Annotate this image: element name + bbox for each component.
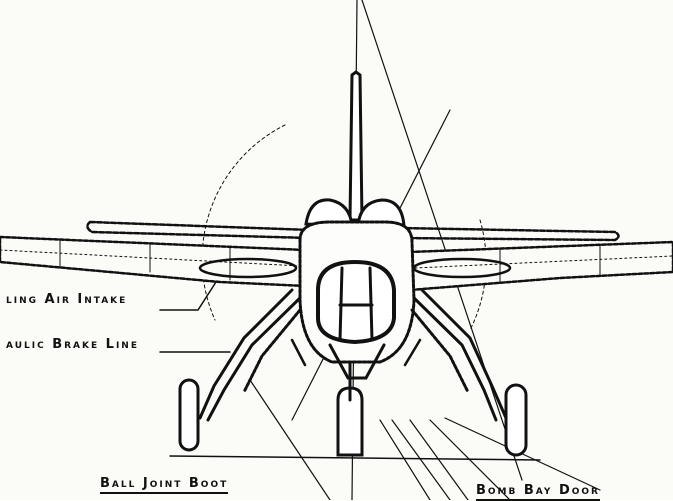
callout-brake-line: aulic Brake Line — [6, 337, 139, 352]
wing-left — [0, 235, 307, 288]
canopy-right — [356, 198, 406, 228]
construction-arc — [201, 124, 286, 321]
horizontal-tail-left — [86, 220, 312, 240]
wing-right — [408, 240, 673, 292]
ground-line — [169, 455, 541, 461]
leader-air-intake — [159, 281, 217, 311]
callout-ball-joint-boot: Ball Joint Boot — [100, 476, 229, 494]
landing-gear-right — [410, 288, 508, 422]
horizontal-tail-right — [398, 226, 620, 242]
canopy-left — [304, 198, 354, 228]
landing-gear-left — [198, 288, 302, 422]
tyre-right-outer — [504, 383, 528, 457]
air-intake-left — [198, 257, 298, 279]
vertical-fin — [348, 70, 364, 222]
callout-bomb-bay-door: Bomb Bay Door — [476, 483, 600, 501]
callout-air-intake: ling Air Intake — [6, 292, 128, 307]
tyre-left-outer — [178, 378, 200, 452]
nose-window — [316, 259, 396, 345]
